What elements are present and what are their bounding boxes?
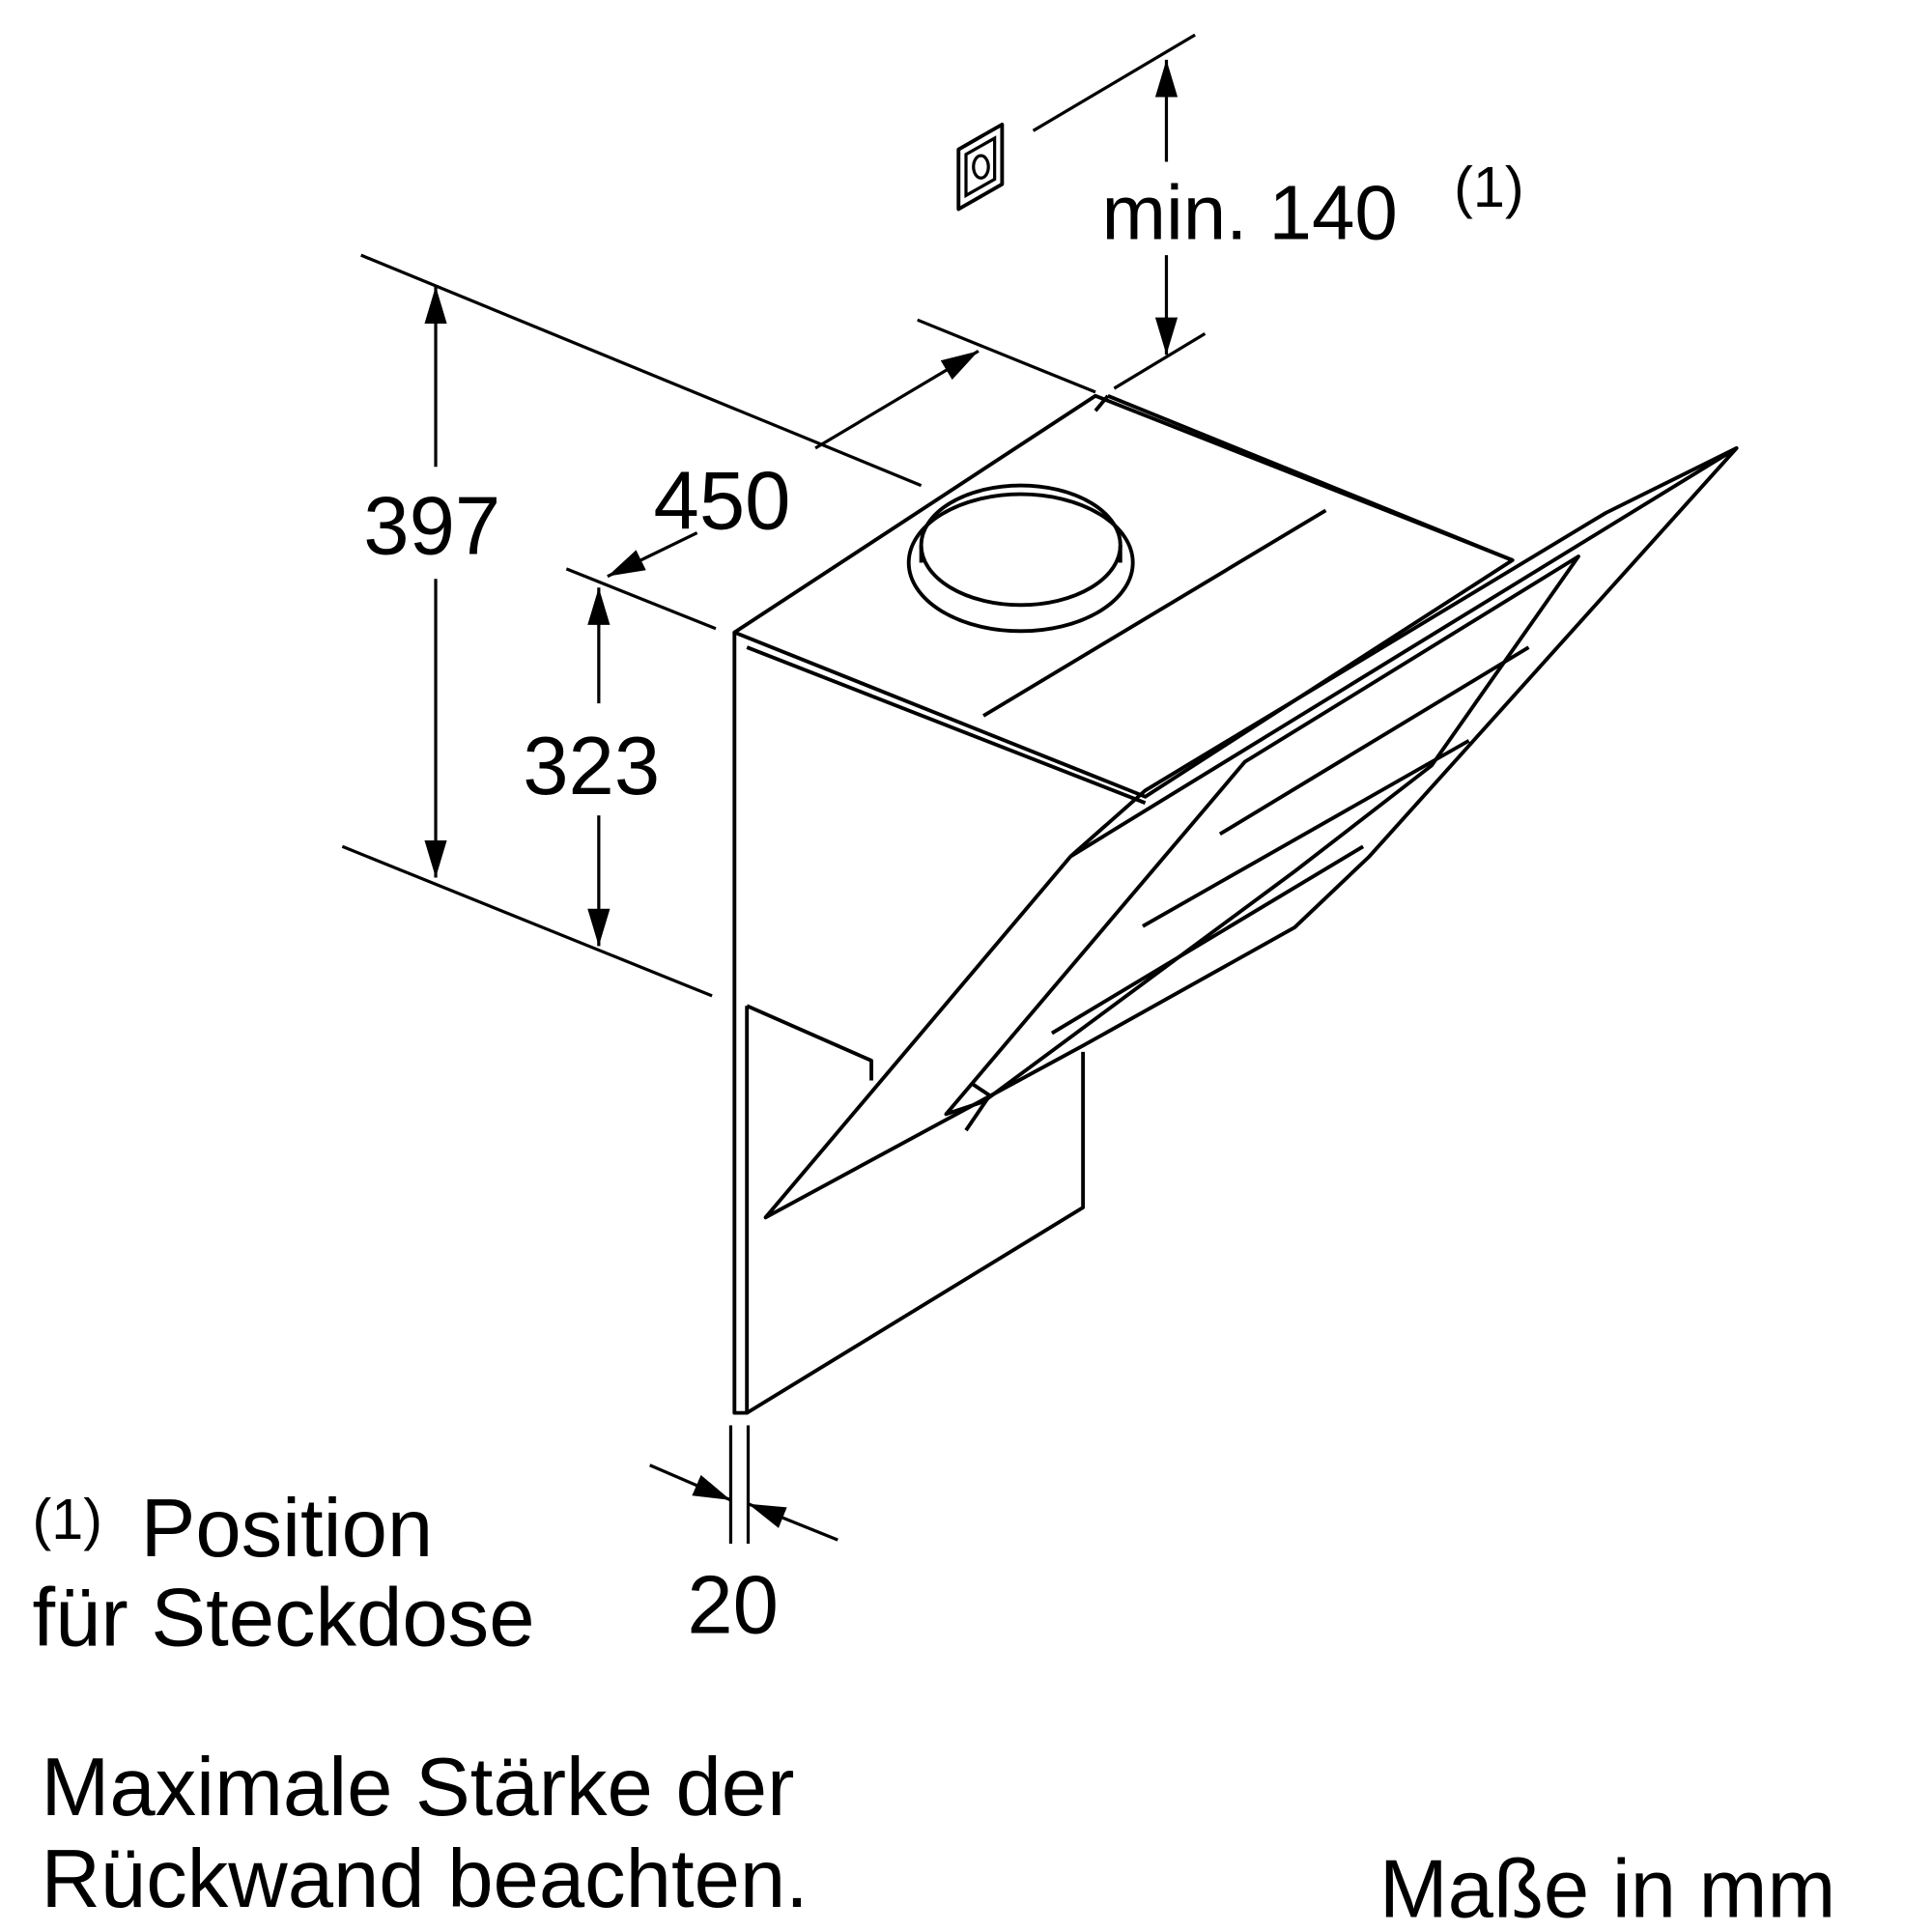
back-thickness-label: 20 [687, 1560, 779, 1652]
depth-dimension: 450 [607, 318, 1096, 579]
body-height-dimension: 323 [523, 567, 717, 947]
units-note: Maße in mm [1379, 1844, 1836, 1932]
footnote-line-2: für Steckdose [33, 1573, 535, 1664]
socket-outlet-icon [956, 122, 1005, 212]
total-height-dimension: 397 [341, 253, 923, 998]
socket-min-label: min. 140 [1101, 169, 1397, 255]
total-height-label: 397 [363, 480, 500, 572]
warning-line-2: Rückwand beachten. [42, 1833, 809, 1925]
socket-height-dimension: min. 140 (1) [1032, 33, 1524, 390]
cooker-hood-drawing [732, 393, 1739, 1415]
socket-footnote-mark: (1) [1454, 155, 1523, 219]
back-thickness-dimension: 20 [649, 1425, 838, 1652]
footnote-line-1: Position [141, 1483, 434, 1575]
footnote-mark: (1) [33, 1487, 102, 1551]
depth-label: 450 [654, 456, 791, 548]
body-height-label: 323 [523, 721, 660, 812]
warning-line-1: Maximale Stärke der [42, 1742, 795, 1833]
